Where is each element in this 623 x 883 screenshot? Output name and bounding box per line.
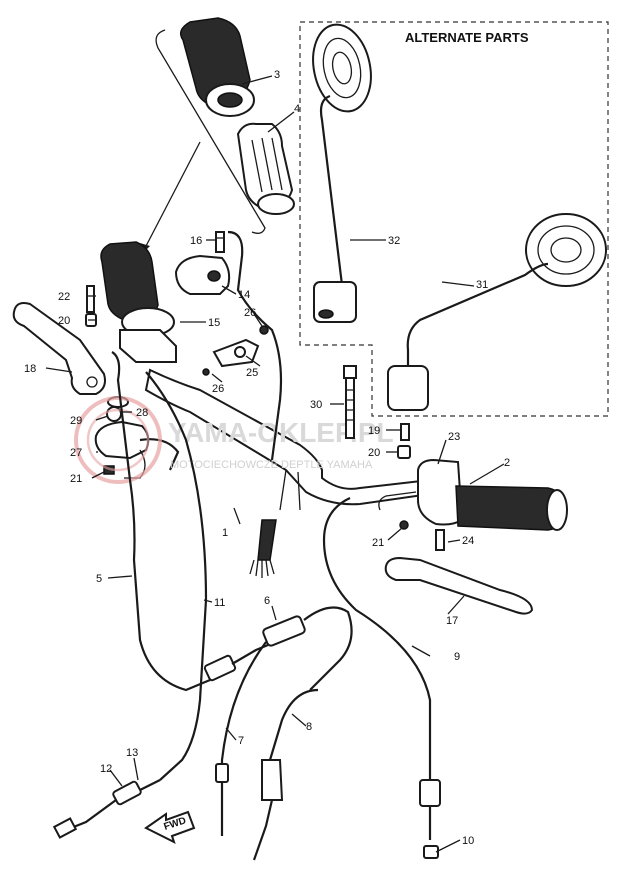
callout-8: 8: [306, 721, 312, 733]
mirror-alternate-left: [312, 23, 372, 323]
callout-labels: 3 4 32 31 16 14 15 22 20 18 26 25 26 28 …: [24, 69, 510, 847]
watermark-subtext: MOTOCIECHOWCZE DEPTLE YAMAHA: [170, 459, 373, 471]
callout-9: 9: [454, 651, 460, 663]
watermark-text: YAMA-OKLEP.PL: [168, 417, 394, 448]
callout-21-left: 21: [70, 473, 82, 485]
callout-16: 16: [190, 235, 202, 247]
throttle-sleeve: [236, 122, 295, 215]
callout-20-left: 20: [58, 315, 70, 327]
alternate-parts-title: ALTERNATE PARTS: [405, 30, 529, 45]
callout-3: 3: [274, 69, 280, 81]
callout-30: 30: [310, 399, 322, 411]
callout-29: 29: [70, 415, 82, 427]
callout-23: 23: [448, 431, 460, 443]
callout-13: 13: [126, 747, 138, 759]
callout-25: 25: [246, 367, 258, 379]
callout-6: 6: [264, 595, 270, 607]
callout-12: 12: [100, 763, 112, 775]
grip-rubber-top: [179, 17, 255, 117]
watermark: YAMA-OKLEP.PL MOTOCIECHOWCZE DEPTLE YAMA…: [74, 396, 394, 484]
callout-31: 31: [476, 279, 488, 291]
callout-22: 22: [58, 291, 70, 303]
callout-19: 19: [368, 425, 380, 437]
callout-18: 18: [24, 363, 36, 375]
callout-27: 27: [70, 447, 82, 459]
handlebar: [144, 368, 431, 578]
left-grip-assembly: [100, 241, 177, 363]
mirror-alternate-right: [387, 213, 607, 411]
callout-4: 4: [294, 103, 300, 115]
control-cables: [52, 230, 441, 861]
callout-14: 14: [238, 289, 250, 301]
callout-24: 24: [462, 535, 474, 547]
callout-1: 1: [222, 527, 228, 539]
brake-lever-right: [384, 556, 534, 615]
screw-16: [215, 231, 225, 253]
callout-26-top: 26: [244, 307, 256, 319]
callout-5: 5: [96, 573, 102, 585]
alternate-parts-box: ALTERNATE PARTS: [299, 21, 609, 417]
throttle-bracket: [202, 325, 269, 376]
callout-21-right: 21: [372, 537, 384, 549]
callout-28: 28: [136, 407, 148, 419]
callout-11: 11: [214, 597, 225, 609]
callout-10: 10: [462, 835, 474, 847]
clutch-lever-left: [12, 302, 106, 395]
callout-26-bottom: 26: [212, 383, 224, 395]
callout-17: 17: [446, 615, 458, 627]
throttle-housing-cover: [174, 254, 231, 295]
callout-2: 2: [504, 457, 510, 469]
leader-lines: [45, 75, 505, 853]
callout-7: 7: [238, 735, 244, 747]
callout-32: 32: [388, 235, 400, 247]
callout-15: 15: [208, 317, 220, 329]
forward-direction-mark: FWD: [144, 810, 196, 844]
wire-band: [343, 365, 357, 439]
callout-20-right: 20: [368, 447, 380, 459]
right-grip-assembly: [378, 423, 568, 551]
